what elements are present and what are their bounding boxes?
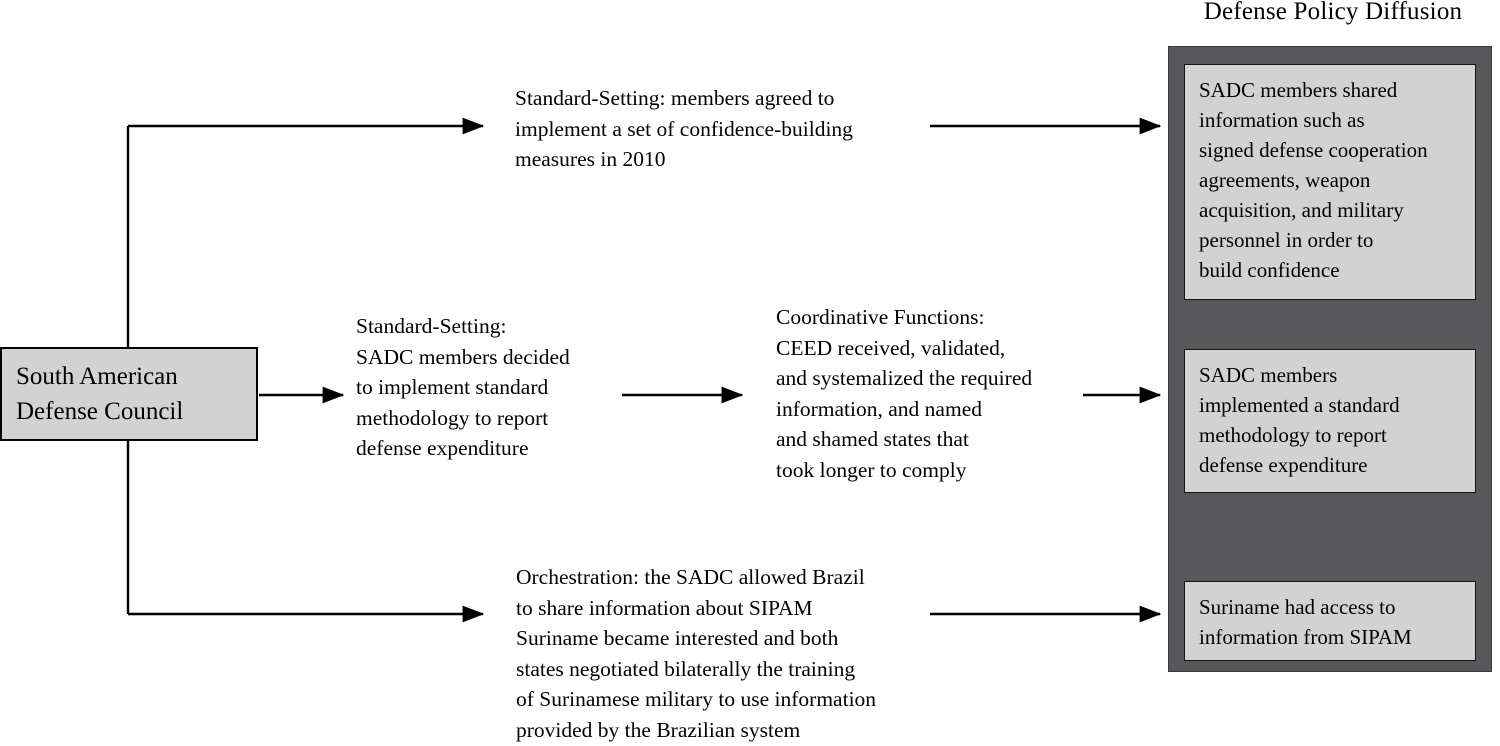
process-label-line: Coordinative Functions: [776,305,985,329]
outcome-line: information such as [1199,108,1365,132]
process-label-line: Suriname became interested and both [516,626,839,650]
outcome-box-suriname-sipam-access[interactable]: Suriname had access to information from … [1184,581,1476,661]
process-label-line: states negotiated bilaterally the traini… [516,656,856,681]
process-label-line: and shamed states that [776,427,969,451]
process-label-line: provided by the Brazilian system [516,717,801,742]
process-label-orchestration: Orchestration: the SADC allowed Brazil t… [516,562,956,745]
process-label-line: SADC members decided [356,344,570,369]
process-label-line: of Surinamese military to use informatio… [516,687,877,711]
source-node-line: South American [16,363,178,390]
outcome-line: agreements, weapon [1199,168,1371,192]
process-label-line: defense expenditure [356,436,529,460]
outcome-line: defense expenditure [1199,453,1368,477]
process-label-standard-setting-mid: Standard-Setting: SADC members decided t… [356,311,618,464]
outcome-line: methodology to report [1199,423,1387,447]
process-label-line: and systemalized the required [776,366,1033,390]
outcome-line: build confidence [1199,258,1340,282]
process-label-line: CEED received, validated, [776,335,1006,360]
outcome-line: information from SIPAM [1199,625,1412,649]
outcome-line: personnel in order to [1199,228,1374,252]
outcome-line: signed defense cooperation [1199,138,1428,162]
process-label-line: took longer to comply [776,457,967,482]
process-label-line: implement a set of confidence-building [515,116,853,141]
process-label-line: measures in 2010 [515,147,666,171]
source-node-south-american-defense-council[interactable]: South American Defense Council [0,347,258,441]
process-label-standard-setting-top: Standard-Setting: members agreed to impl… [515,83,925,175]
page-title: Defense Policy Diffusion [1203,0,1463,25]
outcome-line: Suriname had access to [1199,595,1396,619]
outcome-box-shared-information[interactable]: SADC members shared information such as … [1184,64,1476,300]
process-label-line: methodology to report [356,405,549,430]
outcome-line: SADC members [1199,363,1338,387]
outcome-line: implemented a standard [1199,393,1400,417]
outcome-line: acquisition, and military [1199,198,1404,222]
process-label-line: to share information about SIPAM [516,595,813,620]
process-label-line: information, and named [776,396,982,421]
process-label-line: Orchestration: the SADC allowed Brazil [516,565,865,589]
source-node-line: Defense Council [16,398,184,425]
process-label-line: to implement standard [356,375,549,399]
process-label-line: Standard-Setting: members agreed to [515,86,835,110]
process-label-line: Standard-Setting: [356,314,507,338]
outcome-line: SADC members shared [1199,78,1398,102]
process-label-coordinative-functions: Coordinative Functions: CEED received, v… [776,302,1076,485]
outcome-box-standard-methodology[interactable]: SADC members implemented a standard meth… [1184,349,1476,493]
